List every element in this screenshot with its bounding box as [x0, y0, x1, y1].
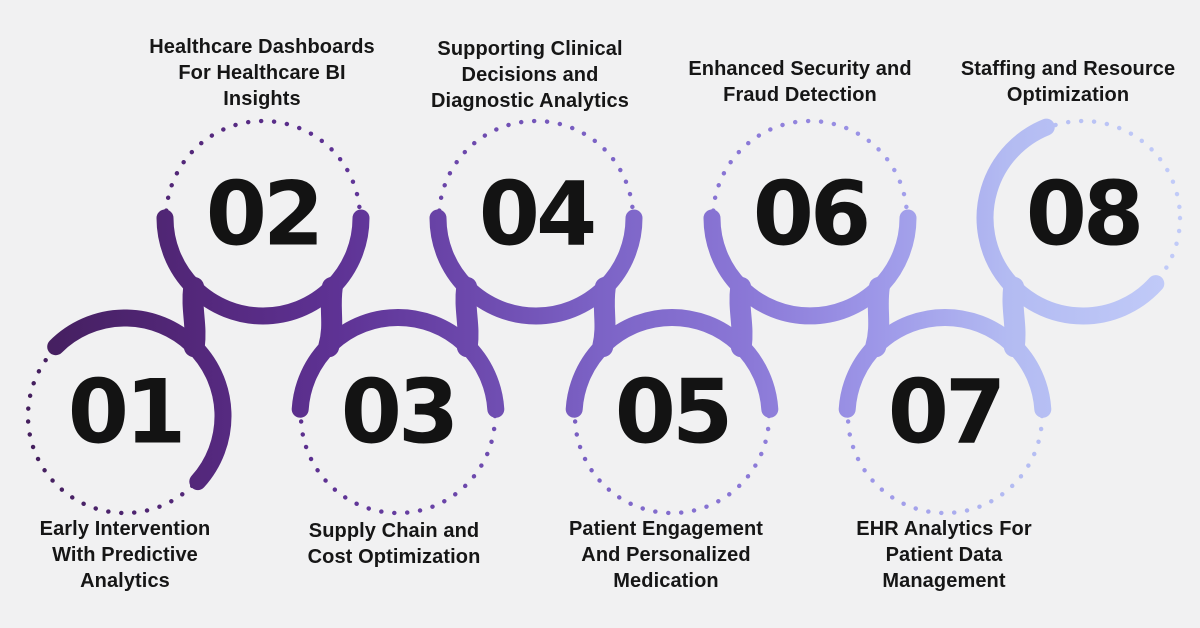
step-label-06: Enhanced Security and Fraud Detection [688, 58, 912, 106]
step-label-07: EHR Analytics For Patient Data Managemen… [856, 518, 1032, 592]
step-number-08: 08 [1025, 162, 1144, 266]
ribbon-arcs [47, 118, 1165, 491]
step-number-01: 01 [67, 360, 186, 464]
dotted-circle-08 [983, 118, 1183, 318]
ribbon-arc-01 [47, 309, 232, 491]
ribbon-arc-04 [429, 209, 643, 325]
step-label-05: Patient Engagement And Personalized Medi… [568, 518, 764, 592]
step-number-03: 03 [340, 360, 459, 464]
step-number-07: 07 [887, 360, 1006, 464]
step-number-04: 04 [478, 162, 597, 266]
step-label-04: Supporting Clinical Decisions and Diagno… [431, 38, 629, 112]
step-number-02: 02 [205, 162, 324, 266]
ribbon-arc-08 [976, 118, 1165, 325]
ribbon-arc-07 [838, 308, 1052, 418]
step-number-06: 06 [752, 162, 871, 266]
ribbon-arc-05 [565, 308, 779, 418]
step-label-08: Staffing and Resource Optimization [960, 58, 1176, 106]
ribbon-arc-02 [156, 209, 370, 325]
step-label-01: Early Intervention With Predictive Analy… [39, 518, 211, 592]
step-label-03: Supply Chain and Cost Optimization [307, 520, 481, 568]
step-number-05: 05 [614, 360, 733, 464]
ribbon-arc-03 [291, 308, 505, 418]
step-label-02: Healthcare Dashboards For Healthcare BI … [149, 36, 375, 110]
ribbon-arc-06 [703, 209, 917, 325]
